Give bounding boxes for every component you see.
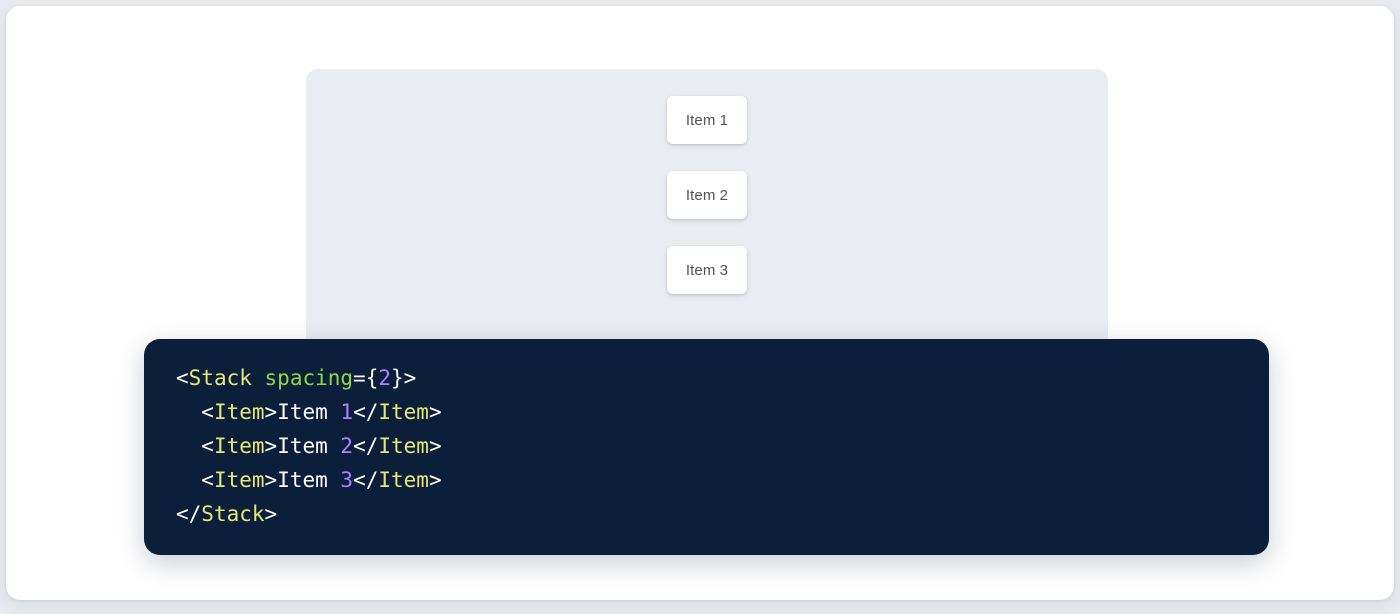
code-token-punct: > — [264, 502, 278, 526]
code-token-punct: </ — [353, 434, 379, 458]
stack-item[interactable]: Item 2 — [667, 171, 747, 219]
code-line: <Stack spacing={2}> — [176, 361, 1249, 395]
code-line: <Item>Item 1</Item> — [176, 395, 1249, 429]
code-token-tag: Item — [378, 400, 429, 424]
code-snippet-panel: <Stack spacing={2}> <Item>Item 1</Item> … — [144, 339, 1269, 555]
code-token-text: Item — [277, 434, 341, 458]
code-token-punct: > — [264, 400, 278, 424]
code-token-tag: Item — [213, 400, 265, 424]
stack-container: Item 1 Item 2 Item 3 — [306, 96, 1108, 294]
code-token-punct: </ — [176, 502, 202, 526]
code-token-punct: < — [201, 400, 214, 424]
code-token-tag: Item — [213, 468, 265, 492]
code-line: </Stack> — [176, 497, 1249, 531]
code-token-punct: < — [201, 468, 214, 492]
code-token-num: 2 — [340, 434, 354, 458]
stack-item-label: Item 2 — [685, 186, 729, 204]
code-line: <Item>Item 3</Item> — [176, 463, 1249, 497]
code-line: <Item>Item 2</Item> — [176, 429, 1249, 463]
code-token-punct: </ — [353, 400, 379, 424]
code-indent — [176, 400, 201, 424]
code-indent — [176, 468, 201, 492]
stack-item[interactable]: Item 1 — [667, 96, 747, 144]
code-token-punct: }> — [391, 366, 417, 390]
code-token-punct: > — [264, 434, 278, 458]
code-token-attr: spacing — [264, 366, 354, 390]
code-token-tag: Stack — [201, 502, 265, 526]
code-token-tag: Item — [378, 468, 429, 492]
code-token-punct: > — [428, 400, 442, 424]
component-preview-surface: Item 1 Item 2 Item 3 — [306, 69, 1108, 359]
code-token-tag: Stack — [188, 366, 252, 390]
stack-item[interactable]: Item 3 — [667, 246, 747, 294]
code-indent — [176, 434, 201, 458]
code-token-num: 3 — [340, 468, 354, 492]
code-token-punct: ={ — [353, 366, 379, 390]
code-token-punct: < — [176, 366, 189, 390]
code-token-punct: > — [428, 434, 442, 458]
code-token-tag: Item — [378, 434, 429, 458]
code-block[interactable]: <Stack spacing={2}> <Item>Item 1</Item> … — [176, 361, 1249, 531]
code-token-punct: </ — [353, 468, 379, 492]
code-token-punct: > — [428, 468, 442, 492]
code-token-text — [252, 366, 265, 390]
code-token-num: 2 — [378, 366, 391, 390]
code-token-text: Item — [277, 400, 341, 424]
code-token-punct: > — [264, 468, 278, 492]
code-token-tag: Item — [213, 434, 265, 458]
stack-item-label: Item 3 — [685, 261, 729, 279]
code-token-text: Item — [277, 468, 341, 492]
stack-item-label: Item 1 — [685, 111, 729, 129]
code-token-num: 1 — [340, 400, 354, 424]
code-token-punct: < — [201, 434, 214, 458]
